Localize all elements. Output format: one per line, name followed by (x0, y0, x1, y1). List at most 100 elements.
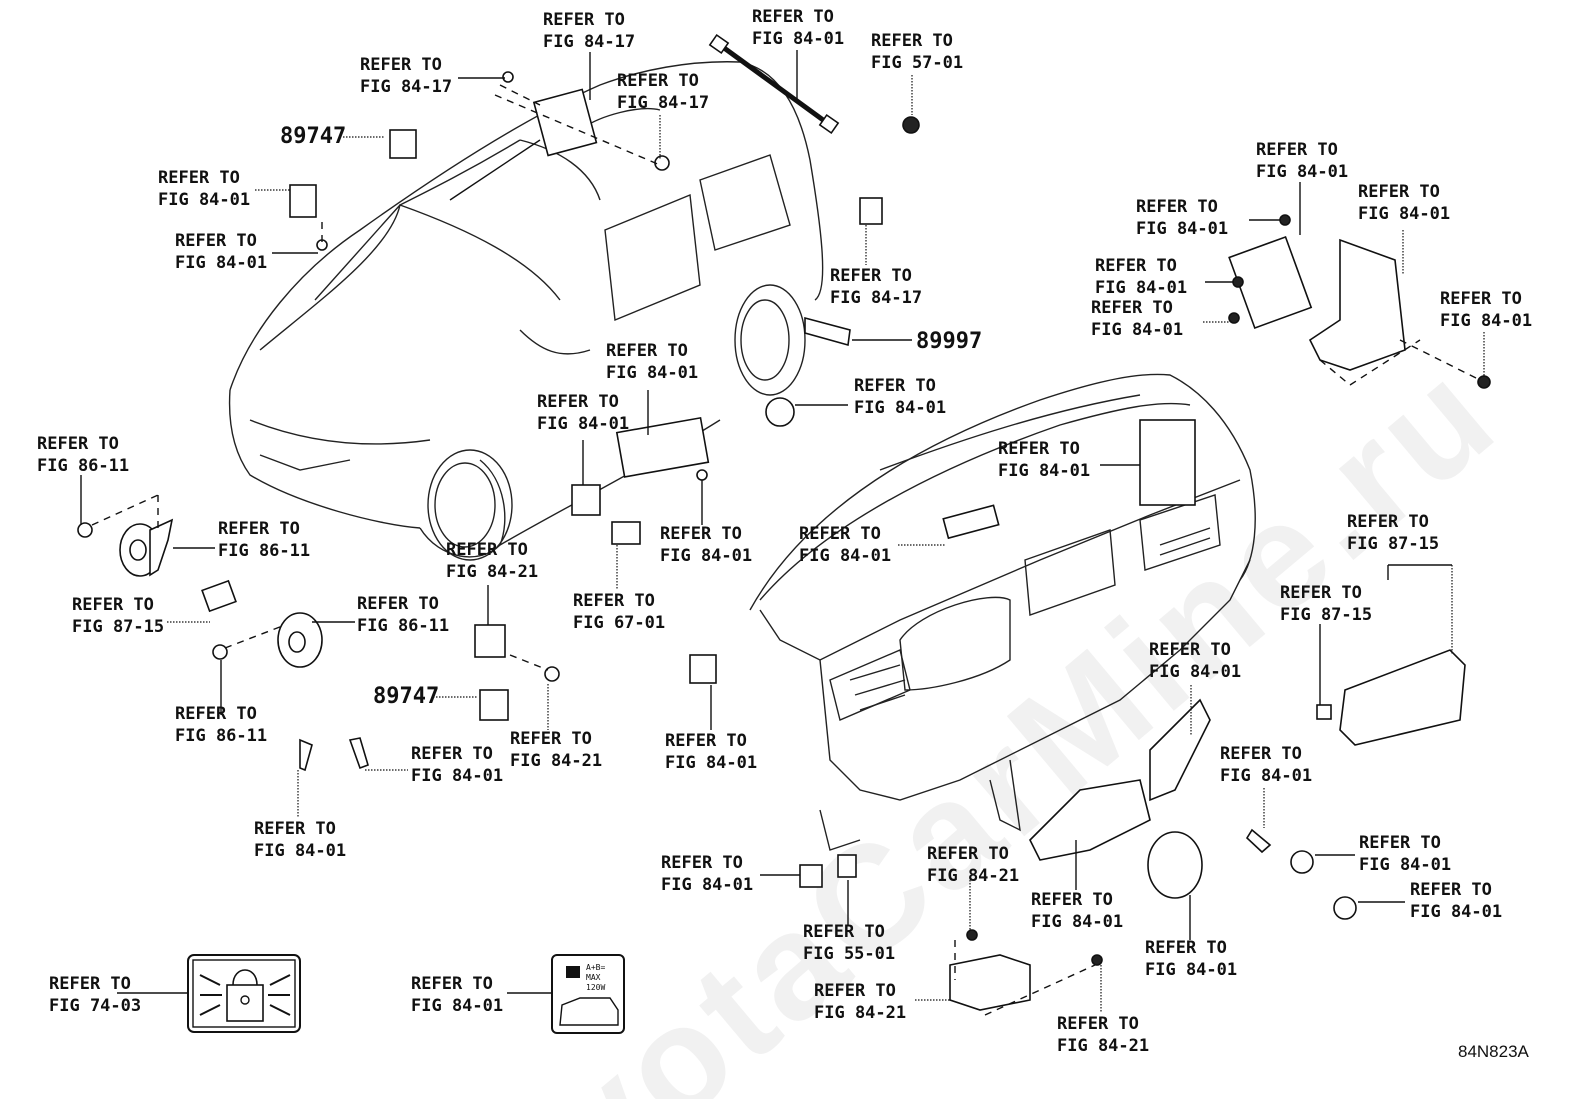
callout-fig-84-01[interactable]: REFER TO FIG 84-01 (665, 731, 757, 773)
callout-fig-84-01[interactable]: REFER TO FIG 84-01 (606, 341, 698, 383)
callout-fig-84-01[interactable]: REFER TO FIG 84-01 (1256, 140, 1348, 182)
svg-text:FIG 84-01: FIG 84-01 (1145, 960, 1237, 980)
svg-text:FIG 86-11: FIG 86-11 (175, 726, 267, 746)
svg-text:FIG 84-01: FIG 84-01 (799, 546, 891, 566)
svg-text:FIG 84-01: FIG 84-01 (660, 546, 752, 566)
ring-icon (1290, 850, 1314, 874)
svg-text:REFER TO: REFER TO (1256, 140, 1338, 160)
svg-text:REFER TO: REFER TO (1149, 640, 1231, 660)
svg-text:REFER TO: REFER TO (49, 974, 131, 994)
callout-fig-84-01[interactable]: REFER TO FIG 84-01 (1359, 833, 1451, 875)
callout-fig-84-21[interactable]: REFER TO FIG 84-21 (927, 844, 1019, 886)
callout-fig-84-01[interactable]: REFER TO FIG 84-01 (254, 819, 346, 861)
switch-icon (837, 854, 857, 878)
svg-text:REFER TO: REFER TO (665, 731, 747, 751)
part-number-89997[interactable]: 89997 (916, 329, 982, 354)
leader-lines (80, 50, 1485, 1016)
screw-icon (696, 469, 708, 481)
sensor-89997-icon (804, 316, 851, 347)
callout-fig-84-01[interactable]: REFER TO FIG 84-01 (752, 7, 844, 49)
bulb-icon (1245, 828, 1272, 854)
callout-fig-84-01[interactable]: REFER TO FIG 84-01 (661, 853, 753, 895)
sensor-icon (859, 197, 883, 225)
outlet-symbol-icon (566, 966, 580, 978)
svg-text:REFER TO: REFER TO (254, 819, 336, 839)
part-number-89747[interactable]: 89747 (373, 684, 439, 709)
svg-text:FIG 84-01: FIG 84-01 (1220, 766, 1312, 786)
power-outlet-label: A+B= MAX 120W (551, 954, 625, 1034)
callout-fig-84-21[interactable]: REFER TO FIG 84-21 (1057, 1014, 1149, 1056)
svg-text:REFER TO: REFER TO (175, 231, 257, 251)
callout-fig-67-01[interactable]: REFER TO FIG 67-01 (573, 591, 665, 633)
callout-fig-84-01[interactable]: REFER TO FIG 84-01 (1358, 182, 1450, 224)
callout-fig-84-01[interactable]: REFER TO FIG 84-01 (1410, 880, 1502, 922)
callout-fig-84-01[interactable]: REFER TO FIG 84-01 (1440, 289, 1532, 331)
svg-text:REFER TO: REFER TO (1091, 298, 1173, 318)
svg-text:FIG 84-21: FIG 84-21 (927, 866, 1019, 886)
callout-fig-84-01[interactable]: REFER TO FIG 84-01 (1136, 197, 1228, 239)
callout-fig-84-01[interactable]: REFER TO FIG 84-01 (175, 231, 267, 273)
callout-fig-84-01[interactable]: REFER TO FIG 84-01 (1220, 744, 1312, 786)
callout-fig-84-01[interactable]: REFER TO FIG 84-01 (1149, 640, 1241, 682)
bulb-icon (348, 737, 369, 770)
svg-text:REFER TO: REFER TO (799, 524, 881, 544)
svg-text:FIG 84-21: FIG 84-21 (1057, 1036, 1149, 1056)
svg-text:FIG 84-17: FIG 84-17 (360, 77, 452, 97)
svg-text:REFER TO: REFER TO (752, 7, 834, 27)
svg-text:REFER TO: REFER TO (1031, 890, 1113, 910)
power-window-switch-icon (615, 416, 710, 478)
callout-fig-84-01[interactable]: REFER TO FIG 84-01 (411, 744, 503, 786)
callout-fig-84-01[interactable]: REFER TO FIG 84-01 (1031, 890, 1123, 932)
callout-fig-84-01[interactable]: REFER TO FIG 84-01 (1095, 256, 1187, 298)
callout-fig-86-11[interactable]: REFER TO FIG 86-11 (37, 434, 129, 476)
svg-text:REFER TO: REFER TO (175, 704, 257, 724)
callout-fig-74-03[interactable]: REFER TO FIG 74-03 (49, 974, 141, 1016)
callout-fig-84-01[interactable]: REFER TO FIG 84-01 (1145, 938, 1237, 980)
svg-text:FIG 84-01: FIG 84-01 (175, 253, 267, 273)
callout-fig-87-15[interactable]: REFER TO FIG 87-15 (72, 595, 164, 637)
switch-icon (799, 864, 823, 888)
callout-fig-84-01[interactable]: REFER TO FIG 84-01 (1091, 298, 1183, 340)
callout-fig-86-11[interactable]: REFER TO FIG 86-11 (218, 519, 310, 561)
svg-text:REFER TO: REFER TO (573, 591, 655, 611)
svg-text:FIG 84-01: FIG 84-01 (158, 190, 250, 210)
callout-fig-84-17[interactable]: REFER TO FIG 84-17 (830, 266, 922, 308)
callout-fig-84-01[interactable]: REFER TO FIG 84-01 (660, 524, 752, 566)
part-number-89747[interactable]: 89747 (280, 124, 346, 149)
ecu-bracket-icon (1228, 235, 1313, 329)
callout-fig-57-01[interactable]: REFER TO FIG 57-01 (871, 31, 963, 73)
callout-fig-87-15[interactable]: REFER TO FIG 87-15 (1280, 583, 1372, 625)
svg-text:REFER TO: REFER TO (1136, 197, 1218, 217)
ring-icon (1333, 896, 1357, 920)
callout-fig-87-15[interactable]: REFER TO FIG 87-15 (1347, 512, 1439, 554)
svg-text:FIG 84-01: FIG 84-01 (537, 414, 629, 434)
vehicle-icon (559, 997, 619, 1026)
callout-fig-84-01[interactable]: REFER TO FIG 84-01 (411, 974, 503, 1016)
callout-fig-86-11[interactable]: REFER TO FIG 86-11 (357, 594, 449, 636)
svg-text:REFER TO: REFER TO (814, 981, 896, 1001)
svg-text:REFER TO: REFER TO (998, 439, 1080, 459)
callout-fig-84-01[interactable]: REFER TO FIG 84-01 (998, 439, 1090, 481)
callout-fig-84-01[interactable]: REFER TO FIG 84-01 (854, 376, 946, 418)
callout-fig-84-21[interactable]: REFER TO FIG 84-21 (446, 540, 538, 582)
callout-fig-84-17[interactable]: REFER TO FIG 84-17 (360, 55, 452, 97)
svg-text:FIG 84-21: FIG 84-21 (510, 751, 602, 771)
airbag-sensor-icon (949, 954, 1031, 1011)
sensor-icon (201, 579, 237, 613)
svg-text:REFER TO: REFER TO (617, 71, 699, 91)
svg-text:REFER TO: REFER TO (1359, 833, 1441, 853)
callout-fig-86-11[interactable]: REFER TO FIG 86-11 (175, 704, 267, 746)
junction-block (1139, 419, 1196, 506)
callout-fig-55-01[interactable]: REFER TO FIG 55-01 (803, 922, 895, 964)
svg-text:120W: 120W (586, 983, 605, 992)
callout-fig-84-21[interactable]: REFER TO FIG 84-21 (510, 729, 602, 771)
callout-fig-84-01[interactable]: REFER TO FIG 84-01 (158, 168, 250, 210)
callout-fig-84-01[interactable]: REFER TO FIG 84-01 (537, 392, 629, 434)
callout-fig-84-17[interactable]: REFER TO FIG 84-17 (543, 10, 635, 52)
callout-fig-84-21[interactable]: REFER TO FIG 84-21 (814, 981, 906, 1023)
callout-fig-84-17[interactable]: REFER TO FIG 84-17 (617, 71, 709, 113)
combination-switch-icon (1149, 698, 1211, 802)
callout-fig-84-01[interactable]: REFER TO FIG 84-01 (799, 524, 891, 566)
svg-text:REFER TO: REFER TO (606, 341, 688, 361)
control-module-icon (532, 88, 598, 157)
